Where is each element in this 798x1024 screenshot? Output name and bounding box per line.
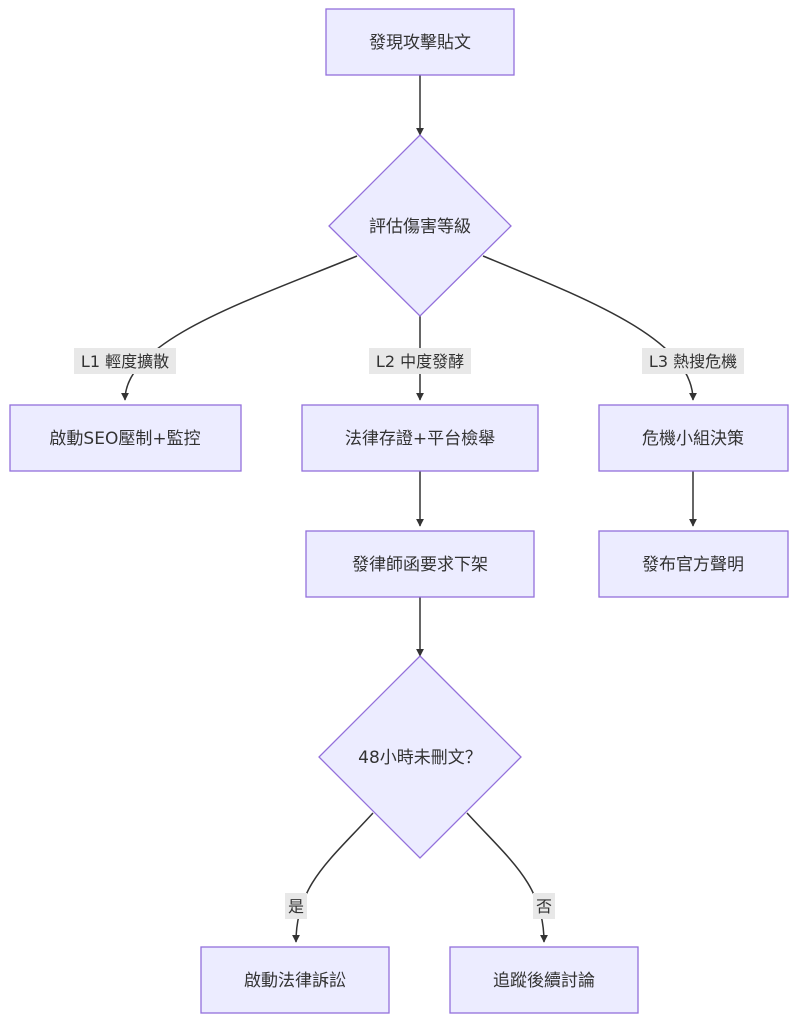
node-lawyer-letter: 發律師函要求下架 — [305, 530, 535, 598]
node-track: 追蹤後續討論 — [449, 946, 639, 1014]
node-check-48h: 48小時未刪文？ — [318, 655, 522, 859]
node-assess: 評估傷害等級 — [328, 134, 512, 317]
edge-label-l3: L3 熱搜危機 — [642, 348, 744, 374]
edge-label-no: 否 — [533, 893, 555, 919]
node-track-text: 追蹤後續討論 — [493, 971, 595, 991]
edge-label-no-text: 否 — [536, 897, 552, 916]
node-crisis-team: 危機小組決策 — [598, 404, 789, 472]
node-lawsuit: 啟動法律訴訟 — [200, 946, 390, 1014]
edge-assess-seo — [121, 255, 358, 401]
node-lawsuit-text: 啟動法律訴訟 — [244, 971, 346, 991]
node-discover-text: 發現攻擊貼文 — [369, 33, 471, 53]
edge-label-l2: L2 中度發酵 — [369, 348, 471, 374]
edge-label-l2-text: L2 中度發酵 — [376, 352, 464, 371]
node-statement: 發布官方聲明 — [598, 530, 789, 598]
edge-label-yes-text: 是 — [288, 897, 304, 916]
node-discover: 發現攻擊貼文 — [325, 8, 515, 76]
edge-check-lawsuit — [292, 812, 374, 943]
node-evidence-text: 法律存證+平台檢舉 — [345, 429, 495, 449]
node-assess-text: 評估傷害等級 — [369, 217, 471, 237]
node-statement-text: 發布官方聲明 — [642, 555, 744, 575]
node-seo: 啟動SEO壓制+監控 — [9, 404, 242, 472]
edge-assess-crisis — [482, 255, 697, 401]
node-seo-text: 啟動SEO壓制+監控 — [49, 429, 200, 449]
node-crisis-team-text: 危機小組決策 — [642, 429, 744, 449]
node-lawyer-letter-text: 發律師函要求下架 — [352, 555, 488, 575]
edge-label-yes: 是 — [285, 893, 307, 919]
node-evidence: 法律存證+平台檢舉 — [301, 404, 539, 472]
edge-label-l1-text: L1 輕度擴散 — [81, 352, 169, 371]
node-check-48h-text: 48小時未刪文？ — [358, 748, 482, 768]
edge-check-track — [466, 812, 548, 943]
edge-label-l3-text: L3 熱搜危機 — [649, 352, 737, 371]
edge-label-l1: L1 輕度擴散 — [74, 348, 176, 374]
